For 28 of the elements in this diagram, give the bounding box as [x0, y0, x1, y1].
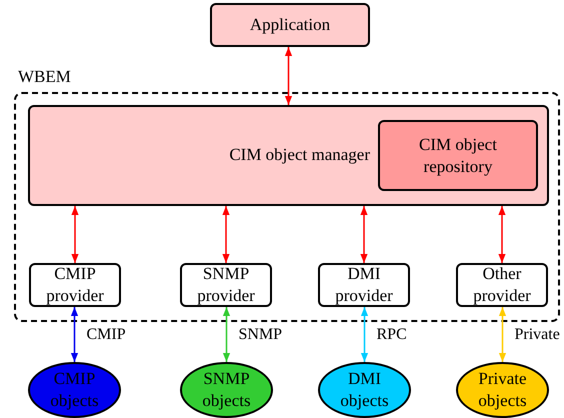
- process-box: [318, 263, 410, 307]
- node-label: SNMP objects: [201, 368, 252, 412]
- node-label: Other provider: [472, 263, 532, 307]
- node-label: CIM object repository: [418, 134, 498, 178]
- arrow: [360, 206, 368, 263]
- node-label: CMIP objects: [49, 368, 100, 412]
- node-label: SNMP provider: [196, 263, 256, 307]
- process-box: [180, 263, 272, 307]
- node-label: CMIP provider: [45, 263, 105, 307]
- arrow: [284, 47, 292, 105]
- arrow: [498, 307, 506, 362]
- arrow: [360, 307, 368, 362]
- arrow: [71, 206, 79, 263]
- process-box: [29, 263, 121, 307]
- process-box: [378, 120, 538, 191]
- arrow: [222, 206, 230, 263]
- process-box: [456, 263, 548, 307]
- node-label: WBEM: [18, 66, 71, 88]
- node-label: DMI objects: [339, 368, 390, 412]
- node-label: DMI provider: [334, 263, 394, 307]
- node-label: CIM object manager: [229, 144, 370, 166]
- arrow: [70, 307, 78, 362]
- arrow: [222, 307, 230, 362]
- node-label: Private objects: [477, 368, 528, 412]
- process-box: [28, 105, 549, 206]
- process-box: [210, 3, 370, 47]
- arrow: [498, 206, 506, 263]
- node-label: Application: [248, 14, 332, 36]
